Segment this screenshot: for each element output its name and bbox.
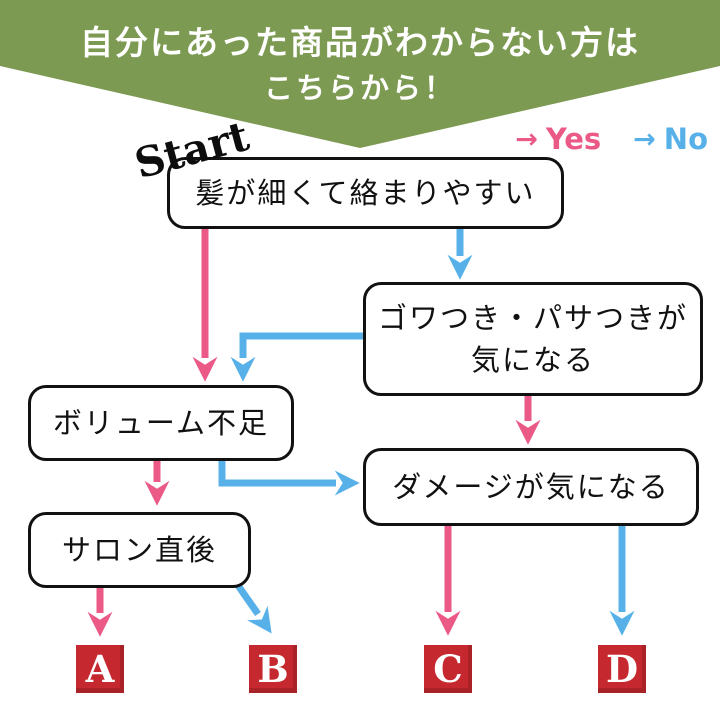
legend-no-label: No	[663, 122, 708, 156]
no-arrow-icon: →	[633, 123, 656, 155]
result-d: D	[598, 645, 646, 693]
result-b: B	[249, 645, 297, 693]
node-question-after-salon: サロン直後	[28, 512, 251, 588]
arrow-q2-no-to-q3	[230, 332, 363, 382]
legend-yes-label: Yes	[545, 122, 602, 156]
arrow-q4-no-to-b	[234, 581, 272, 634]
node-question-thin-hair: 髪が細くて絡まりやすい	[167, 157, 564, 229]
node-question-volume-lack: ボリューム不足	[28, 385, 294, 461]
legend-yes: → Yes	[515, 122, 601, 156]
result-a: A	[76, 645, 124, 693]
banner-title-line2: こちらから！	[263, 71, 456, 105]
legend-no: → No	[633, 122, 708, 156]
banner-title-line1: 自分にあった商品がわからない方は	[80, 23, 640, 62]
legend: → Yes → No	[515, 122, 708, 156]
node-question-damage: ダメージが気になる	[363, 448, 699, 526]
yes-arrow-icon: →	[515, 123, 538, 155]
result-c: C	[424, 645, 472, 693]
node-question-stiff-dry: ゴワつき・パサつきが 気になる	[363, 282, 703, 396]
